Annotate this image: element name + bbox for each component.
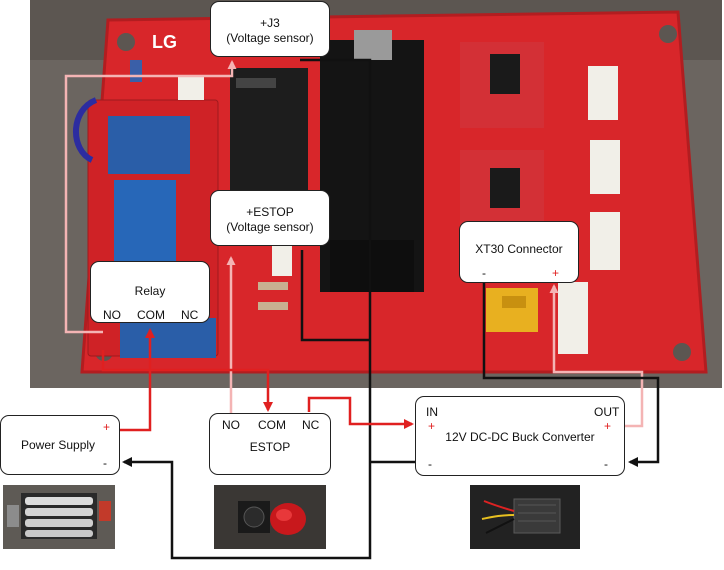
buck-in-label: IN (426, 405, 438, 419)
estop-sensor-title: +ESTOP (246, 205, 294, 219)
relay-box: Relay NO COM NC (90, 261, 210, 323)
neg-wire-board (300, 58, 372, 462)
estop-button-photo (214, 485, 326, 549)
j3-subtitle: (Voltage sensor) (226, 31, 314, 45)
sense-wire-j3 (64, 60, 237, 334)
relay-no-label: NO (103, 308, 121, 322)
relay-com-label: COM (137, 308, 165, 322)
buck-in-plus: + (428, 419, 436, 433)
sense-wire-out (549, 284, 644, 428)
controller-board-photo: LG (30, 0, 722, 388)
buck-title: 12V DC-DC Buck Converter (445, 430, 595, 444)
xt30-box: XT30 Connector - + (459, 221, 579, 283)
pos-wire-estop-buck (307, 396, 414, 429)
buck-out-minus: - (604, 457, 608, 471)
power-supply-title: Power Supply (21, 438, 96, 452)
power-supply-plus: + (103, 420, 111, 434)
pos-wire-supply (120, 328, 155, 432)
j3-sensor-box: +J3 (Voltage sensor) (210, 1, 330, 57)
battery-pack-photo (3, 485, 115, 549)
buck-out-label: OUT (594, 405, 620, 419)
xt30-plus: + (552, 266, 560, 280)
relay-title: Relay (134, 284, 166, 298)
estop-sensor-box: +ESTOP (Voltage sensor) (210, 190, 330, 246)
svg-text:LG: LG (152, 32, 177, 52)
buck-converter-photo (470, 485, 580, 549)
j3-title: +J3 (260, 16, 280, 30)
power-supply-box: Power Supply + - (0, 415, 120, 475)
buck-converter-box: IN OUT + + 12V DC-DC Buck Converter - - (415, 396, 625, 476)
estop-no-label: NO (222, 418, 240, 432)
estop-box: NO COM NC ESTOP (209, 413, 331, 475)
neg-wire-sensor (300, 250, 370, 342)
neg-wire-xt30 (482, 282, 660, 467)
estop-sensor-subtitle: (Voltage sensor) (226, 220, 314, 234)
relay-nc-label: NC (181, 308, 199, 322)
pos-wire-relay-estop (101, 350, 273, 412)
estop-title: ESTOP (249, 440, 291, 454)
buck-in-minus: - (428, 457, 432, 471)
xt30-minus: - (482, 266, 486, 280)
estop-com-label: COM (258, 418, 286, 432)
power-supply-minus: - (103, 456, 107, 470)
neg-wire-supply (122, 457, 372, 560)
buck-out-plus: + (604, 419, 612, 433)
xt30-title: XT30 Connector (475, 242, 563, 256)
estop-nc-label: NC (302, 418, 320, 432)
